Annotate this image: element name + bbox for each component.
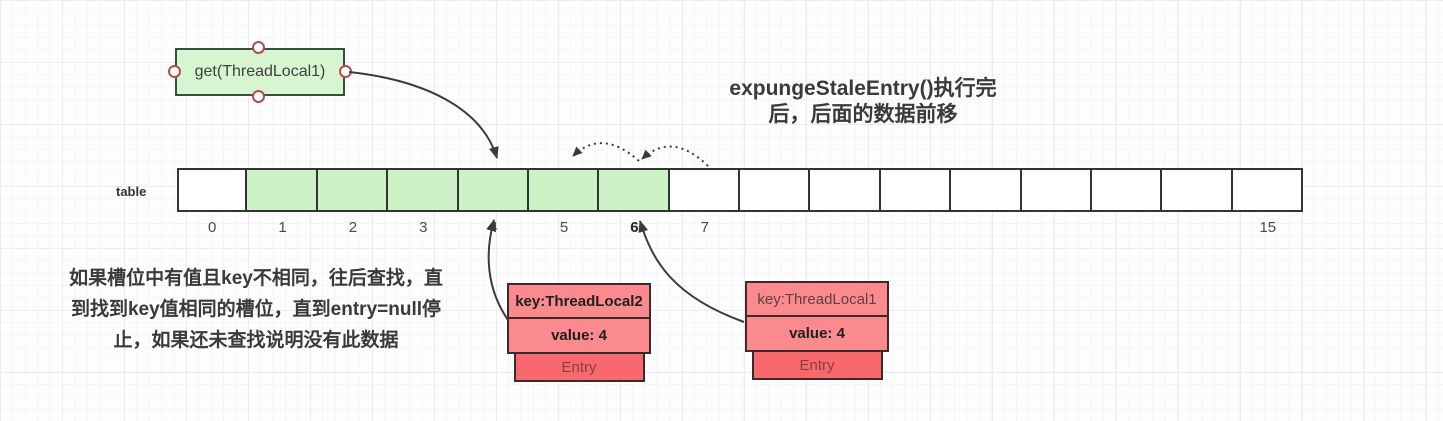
connection-handle-bottom-icon[interactable] xyxy=(252,90,265,103)
diagram-title[interactable]: expungeStaleEntry()执行完 后，后面的数据前移 xyxy=(703,76,1023,128)
connection-handle-top-icon[interactable] xyxy=(252,41,265,54)
entry2-value-text: value: 4 xyxy=(551,327,607,344)
table-cell-10[interactable] xyxy=(878,168,952,212)
cell-index-13 xyxy=(1092,219,1162,236)
cell-index-1: 1 xyxy=(278,219,287,236)
entry2-entry-box[interactable]: Entry xyxy=(513,352,645,382)
note-text[interactable]: 如果槽位中有值且key不相同，往后查找，直 到找到key值相同的槽位，直到ent… xyxy=(30,263,482,356)
shift-cell6-to-cell5-arrow[interactable] xyxy=(572,142,640,162)
entry1-entry-text: Entry xyxy=(799,356,835,374)
table-cell-9[interactable] xyxy=(808,168,881,212)
table-cell-12[interactable] xyxy=(1019,168,1092,212)
table-cell-5[interactable] xyxy=(526,168,600,212)
cell-index-10 xyxy=(881,219,951,236)
table-array xyxy=(177,168,1303,212)
table-cell-14[interactable] xyxy=(1160,168,1233,212)
table-cell-3[interactable] xyxy=(386,168,459,212)
get-threadlocal-box[interactable]: get(ThreadLocal1) xyxy=(175,48,345,96)
entry-stack-threadlocal1[interactable]: key:ThreadLocal1 value: 4 Entry xyxy=(745,281,889,380)
entry1-value-box[interactable]: value: 4 xyxy=(745,315,889,352)
table-cell-4[interactable] xyxy=(456,168,529,212)
table-cell-7[interactable] xyxy=(667,168,740,212)
cell-index-5: 5 xyxy=(559,219,569,236)
cell-index-9 xyxy=(810,219,880,236)
get-to-cell4-arrow[interactable] xyxy=(348,71,499,159)
note-line1: 如果槽位中有值且key不相同，往后查找，直 xyxy=(69,268,443,289)
note-line3: 止，如果还未查找说明没有此数据 xyxy=(113,330,399,351)
cell-index-7: 7 xyxy=(700,219,709,236)
get-threadlocal-label: get(ThreadLocal1) xyxy=(194,63,326,80)
entry1-key-box[interactable]: key:ThreadLocal1 xyxy=(745,281,889,317)
note-line2: 到找到key值相同的槽位，直到entry=null停 xyxy=(70,299,442,320)
table-cell-11[interactable] xyxy=(949,168,1022,212)
entry2-key-box[interactable]: key:ThreadLocal2 xyxy=(507,283,651,319)
entry1-entry-box[interactable]: Entry xyxy=(751,350,883,380)
shift-cell7-to-cell6-arrow[interactable] xyxy=(641,145,709,167)
cell-index-4: 4 xyxy=(489,219,498,236)
table-cell-15[interactable] xyxy=(1230,168,1303,212)
diagram-title-line1: expungeStaleEntry()执行完 xyxy=(729,77,997,100)
cell-index-2: 2 xyxy=(348,219,358,236)
entry1-value-text: value: 4 xyxy=(789,325,845,342)
table-cell-2[interactable] xyxy=(315,168,389,212)
cell-index-3: 3 xyxy=(419,219,428,236)
entry-stack-threadlocal2[interactable]: key:ThreadLocal2 value: 4 Entry xyxy=(507,283,651,382)
table-cell-1[interactable] xyxy=(245,168,318,212)
cell-index-0: 0 xyxy=(208,219,217,236)
table-label: table xyxy=(116,184,147,199)
table-cell-6[interactable] xyxy=(597,168,670,212)
entry2-value-box[interactable]: value: 4 xyxy=(507,317,651,354)
entry2-key-text: key:ThreadLocal2 xyxy=(515,292,643,310)
entry1-key-text: key:ThreadLocal1 xyxy=(757,290,877,308)
entry2-entry-text: Entry xyxy=(561,358,597,376)
diagram-title-line2: 后，后面的数据前移 xyxy=(768,103,958,126)
table-cell-13[interactable] xyxy=(1089,168,1163,212)
cell-index-14 xyxy=(1162,219,1232,236)
entry1-to-cell6-arrow[interactable] xyxy=(638,220,745,323)
connection-handle-right-icon[interactable] xyxy=(339,65,352,78)
cell-index-11 xyxy=(951,219,1021,236)
table-cell-0[interactable] xyxy=(177,168,248,212)
cell-index-12 xyxy=(1022,219,1092,236)
table-cell-8[interactable] xyxy=(738,168,811,212)
connection-handle-left-icon[interactable] xyxy=(168,65,181,78)
cell-index-15: 15 xyxy=(1259,219,1277,236)
table-index-row: 0 1 2 3 4 5 6 7 15 xyxy=(177,219,1303,236)
cell-index-6: 6 xyxy=(630,219,639,236)
cell-index-8 xyxy=(740,219,810,236)
